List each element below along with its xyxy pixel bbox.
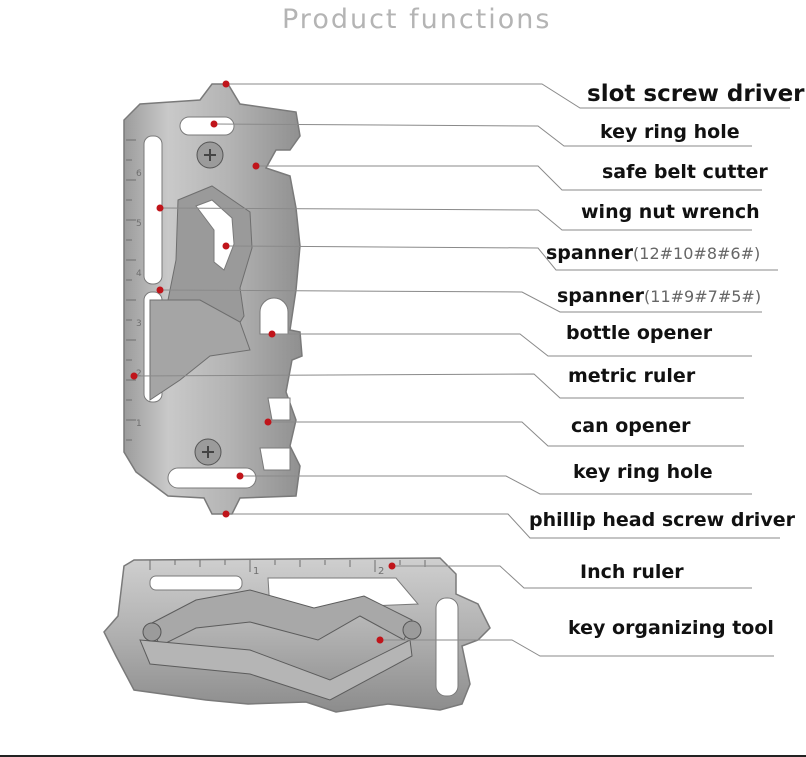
bottom-divider — [0, 755, 806, 757]
marker-dot — [264, 418, 272, 426]
label-spanner-1-name: spanner — [546, 242, 634, 264]
metric-mark-4: 4 — [136, 269, 142, 279]
metric-mark-6: 6 — [136, 169, 142, 179]
leader-key-ring-hole-bottom — [240, 475, 752, 495]
metric-mark-1: 1 — [136, 419, 142, 429]
label-key-organizing-tool: key organizing tool — [568, 617, 774, 639]
label-spanner-1: spanner(12#10#8#6#) — [546, 242, 760, 264]
label-safe-belt-cutter: safe belt cutter — [602, 161, 768, 183]
label-bottle-opener: bottle opener — [566, 322, 713, 344]
leader-phillip-head-screw-driver — [226, 513, 780, 539]
leader-safe-belt-cutter — [256, 165, 762, 191]
multitool-vertical: 6 5 4 3 2 1 — [123, 83, 303, 515]
label-spanner-2-name: spanner — [557, 285, 645, 307]
leader-lines — [133, 83, 790, 657]
leader-key-organizing-tool — [380, 639, 774, 657]
leader-key-ring-hole-top — [213, 123, 752, 147]
marker-dot — [252, 162, 260, 170]
leader-wing-nut-wrench — [159, 207, 752, 231]
marker-dot — [268, 330, 276, 338]
metric-mark-2: 2 — [136, 369, 142, 379]
label-spanner-2: spanner(11#9#7#5#) — [557, 285, 761, 307]
page-title: Product functions — [282, 4, 552, 35]
label-spanner-1-sizes: (12#10#8#6#) — [633, 244, 761, 263]
marker-dot — [130, 372, 138, 380]
label-inch-ruler: Inch ruler — [580, 561, 684, 583]
multitool-horizontal: 1 2 — [103, 557, 491, 713]
marker-dot — [236, 472, 244, 480]
label-metric-ruler: metric ruler — [568, 365, 696, 387]
marker-dot — [222, 242, 230, 250]
label-key-ring-hole-bottom: key ring hole — [573, 461, 713, 483]
marker-dots — [130, 80, 396, 644]
metric-mark-3: 3 — [136, 319, 142, 329]
leader-spanner-1 — [225, 245, 778, 271]
label-phillip-head-screw-driver: phillip head screw driver — [529, 509, 795, 531]
marker-dot — [210, 120, 218, 128]
marker-dot — [388, 562, 396, 570]
leader-metric-ruler — [133, 373, 744, 399]
marker-dot — [222, 510, 230, 518]
label-wing-nut-wrench: wing nut wrench — [581, 201, 760, 223]
leader-spanner-2 — [159, 289, 762, 313]
marker-dot — [156, 204, 164, 212]
leader-inch-ruler — [392, 565, 752, 589]
leader-slot-screw-driver — [226, 83, 790, 109]
inch-mark-2: 2 — [378, 566, 384, 577]
leader-bottle-opener — [272, 333, 752, 357]
leader-can-opener — [268, 421, 744, 447]
marker-dot — [376, 636, 384, 644]
label-slot-screw-driver: slot screw driver — [587, 81, 805, 107]
marker-dot — [222, 80, 230, 88]
inch-mark-1: 1 — [253, 566, 259, 577]
label-can-opener: can opener — [571, 415, 691, 437]
marker-dot — [156, 286, 164, 294]
metric-mark-5: 5 — [136, 219, 142, 229]
label-spanner-2-sizes: (11#9#7#5#) — [644, 287, 762, 306]
label-key-ring-hole-top: key ring hole — [600, 121, 740, 143]
